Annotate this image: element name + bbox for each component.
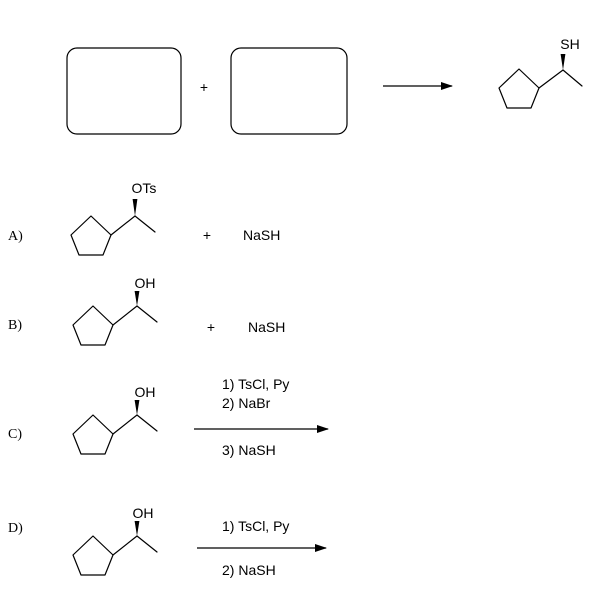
methyl-bond [134, 215, 156, 233]
wedge-bond [134, 521, 140, 536]
reagent-step: 2) NaSH [222, 562, 276, 578]
reagent-label: NaSH [248, 319, 285, 335]
plus-sign: + [203, 227, 211, 243]
question-plus-sign: + [200, 79, 208, 95]
wedge-bond [134, 291, 140, 306]
plus-sign: + [207, 319, 215, 335]
reagent-step: 1) TsCl, Py [222, 376, 289, 392]
reagent-step: 3) NaSH [222, 442, 276, 458]
option-d[interactable]: D) OH 1) TsCl, Py 2) NaSH [8, 505, 327, 578]
option-a[interactable]: A) OTs + NaSH [8, 180, 280, 256]
reagent-step: 1) TsCl, Py [222, 518, 289, 534]
option-letter: D) [8, 521, 23, 536]
ring-to-stereocenter-bond [112, 305, 138, 326]
substrate-structure: OH [72, 505, 158, 576]
product-group-label: SH [560, 36, 579, 52]
ring-to-stereocenter-bond [110, 215, 136, 236]
reagent-step: 2) NaBr [222, 395, 271, 411]
substrate-structure: OH [72, 275, 158, 346]
reactant-blank-box-1[interactable] [66, 47, 182, 135]
hydroxyl-label: OH [135, 275, 156, 291]
cyclopentane-ring [72, 305, 114, 346]
product-structure: SH [498, 36, 583, 109]
substrate-structure: OH [72, 384, 158, 455]
option-letter: C) [8, 427, 22, 442]
cyclopentane-ring [72, 535, 114, 576]
methyl-bond [562, 69, 583, 87]
cyclopentane-ring [498, 68, 540, 109]
hydroxyl-label: OH [133, 505, 154, 521]
option-b[interactable]: B) OH + NaSH [8, 275, 285, 346]
substrate-structure: OTs [70, 180, 157, 256]
methyl-bond [136, 305, 158, 323]
reactant-blank-box-2[interactable] [230, 47, 348, 135]
reagent-label: NaSH [243, 227, 280, 243]
option-letter: A) [8, 229, 23, 244]
ring-to-stereocenter-bond [538, 69, 564, 89]
ring-to-stereocenter-bond [112, 535, 138, 556]
wedge-bond [134, 400, 140, 415]
cyclopentane-ring [72, 414, 114, 455]
wedge-bond [560, 54, 566, 70]
option-letter: B) [8, 318, 22, 333]
methyl-bond [136, 414, 158, 432]
hydroxyl-label: OH [135, 384, 156, 400]
leaving-group-label: OTs [132, 180, 157, 196]
option-c[interactable]: C) OH 1) TsCl, Py 2) NaBr 3) NaSH [8, 376, 329, 458]
ring-to-stereocenter-bond [112, 414, 138, 435]
methyl-bond [136, 535, 158, 553]
wedge-bond [132, 199, 138, 216]
cyclopentane-ring [70, 215, 112, 256]
